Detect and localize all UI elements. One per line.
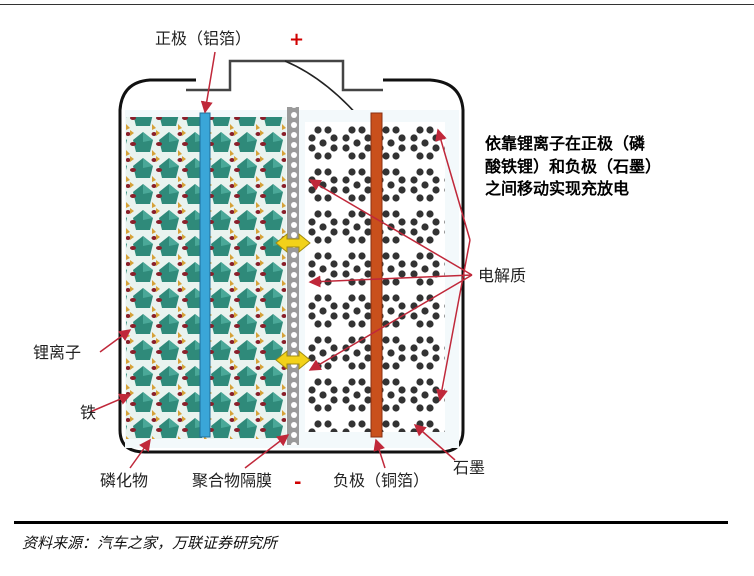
aluminum-foil	[199, 112, 211, 438]
top-border	[0, 4, 754, 5]
source-note: 资料来源：汽车之家，万联证券研究所	[22, 534, 278, 552]
electrolyte-label: 电解质	[478, 266, 526, 285]
polymer-separator	[287, 107, 299, 445]
battery-svg: 正极（铝箔） + 依靠锂离子在正极（磷 酸铁锂）和负极（石墨） 之间移动实现充放…	[33, 29, 661, 493]
graphite-label: 石墨	[453, 458, 485, 477]
pointer-arrows	[89, 51, 473, 469]
positive-foil-label: 正极（铝箔）	[155, 29, 251, 48]
divider-rule	[14, 521, 728, 524]
lithium-ion-label: 锂离子	[33, 343, 81, 362]
iron-label: 铁	[80, 403, 96, 422]
plus-sign: +	[289, 29, 304, 50]
negative-foil-label: 负极（铜箔）	[333, 471, 429, 490]
description-line2: 酸铁锂）和负极（石墨）	[485, 157, 661, 176]
phosphide-label: 磷化物	[100, 471, 148, 490]
copper-foil	[370, 112, 383, 438]
minus-sign: -	[294, 472, 301, 493]
separator-label: 聚合物隔膜	[192, 471, 272, 490]
ion-arrow-upper	[275, 232, 311, 254]
description-line3: 之间移动实现充放电	[485, 179, 629, 198]
description-line1: 依靠锂离子在正极（磷	[485, 134, 646, 153]
